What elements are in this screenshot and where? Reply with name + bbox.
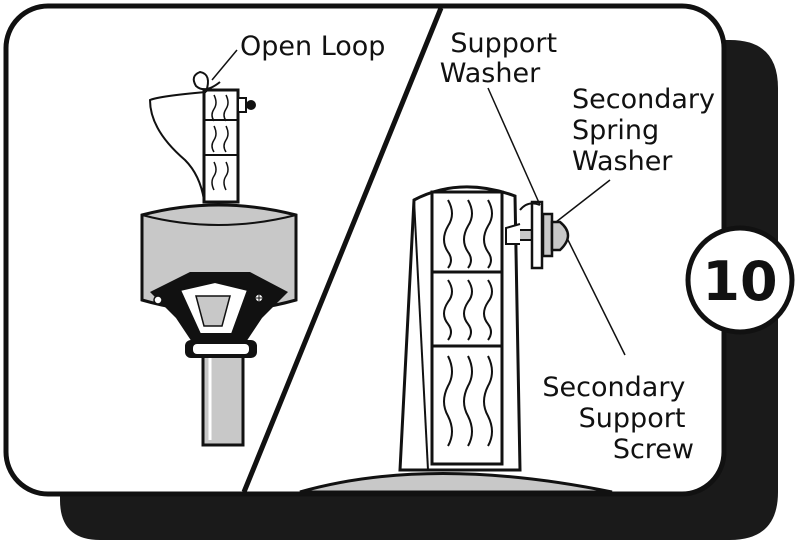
- support-screw-leader: [567, 239, 626, 356]
- left-panel-illustration: [140, 49, 298, 447]
- right-panel-illustration: [299, 87, 626, 494]
- screw-head: [550, 220, 570, 252]
- spring-washer-line-1: Secondary: [572, 84, 715, 115]
- secondary-support-screw-label: Secondary Support Screw: [542, 372, 694, 465]
- fixture-dome: [299, 472, 613, 494]
- open-loop-label: Open Loop: [240, 31, 385, 62]
- ballast-stack: [202, 88, 240, 204]
- spring-washer-line-3: Washer: [572, 146, 673, 177]
- spring-washer-line-2: Spring: [572, 115, 659, 146]
- secondary-spring-washer-label: Secondary Spring Washer: [572, 84, 724, 177]
- support-screw-line-3: Screw: [613, 434, 694, 465]
- support-screw-line-2: Support: [579, 403, 686, 434]
- open-loop-leader: [211, 49, 238, 81]
- support-washer-label: Support Washer: [440, 28, 566, 89]
- support-washer-leader: [487, 87, 541, 206]
- panel-divider: [241, 7, 444, 493]
- spring-washer-leader: [555, 179, 611, 223]
- step-badge: [685, 225, 795, 335]
- secondary-spring-washer: [541, 212, 554, 258]
- wire-loop: [148, 91, 207, 201]
- support-washer-line-2: Washer: [440, 58, 541, 89]
- support-washer: [530, 200, 544, 270]
- support-screw-line-1: Secondary: [542, 372, 685, 403]
- step-number: 10: [702, 250, 777, 313]
- support-washer-line-1: Support: [450, 28, 557, 59]
